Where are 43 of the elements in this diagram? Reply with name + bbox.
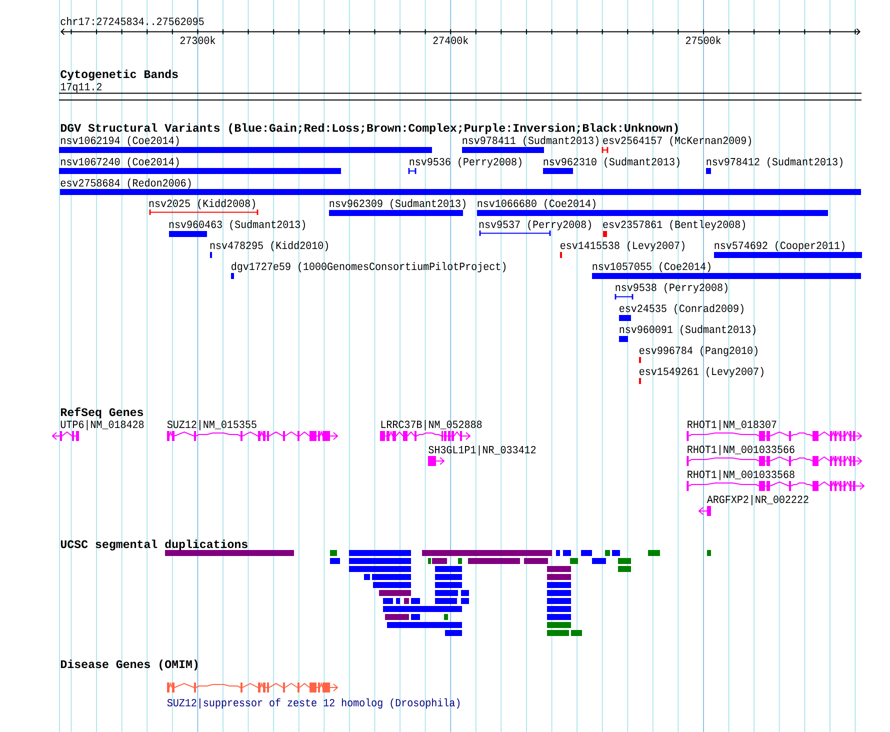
feature-label: nsv978412 (Sudmant2013) <box>706 157 842 168</box>
feature-label: nsv962310 (Sudmant2013) <box>544 157 680 168</box>
feature-label: esv24535 (Conrad2009) <box>620 304 744 314</box>
gene-label: RHOT1|NM_018307 <box>688 420 776 430</box>
feature-label: esv1415538 (Levy2007) <box>560 241 684 252</box>
region-label: chr17:27245834..27562095 <box>60 17 204 26</box>
tick-label: 27400k <box>433 36 468 44</box>
track-heading: Cytogenetic Bands <box>60 70 178 80</box>
gene-label: UTP6|NM_018428 <box>60 420 144 430</box>
feature-label: dgv1727e59 (1000GenomesConsortiumPilotProject) <box>232 262 506 272</box>
tick-label: 27300k <box>180 36 216 44</box>
feature-label: nsv478295 (Kidd2010) <box>210 241 328 252</box>
gene-label: SUZ12|NM_015355 <box>167 420 256 430</box>
track-heading: UCSC segmental duplications <box>60 540 248 550</box>
gene-label: LRRC37B|NM_052888 <box>381 420 482 430</box>
feature-label: nsv574692 (Cooper2011) <box>714 241 844 252</box>
feature-label: nsv9537 (Perry2008) <box>479 220 591 230</box>
feature-label: esv2564157 (McKernan2009) <box>603 136 751 146</box>
feature-label: esv996784 (Pang2010) <box>640 346 758 356</box>
feature-label: nsv978411 (Sudmant2013) <box>462 136 598 146</box>
feature-label: nsv962309 (Sudmant2013) <box>330 199 466 210</box>
feature-label: nsv1067240 (Coe2014) <box>61 157 179 168</box>
feature-label: nsv960463 (Sudmant2013) <box>169 220 305 230</box>
track-heading: DGV Structural Variants (Blue:Gain;Red:Loss;Brown:Complex;Purple:Inversion;Black:Unknown) <box>60 123 678 134</box>
feature-label: esv1549261 (Levy2007) <box>640 367 764 378</box>
feature-label: nsv1057055 (Coe2014) <box>592 262 710 272</box>
feature-label: nsv2025 (Kidd2008) <box>149 199 255 210</box>
gene-label: ARGFXP2|NR_002222 <box>706 495 808 506</box>
gene-label: RHOT1|NM_001033566 <box>688 445 794 456</box>
gene-description: SUZ12|suppressor of zeste 12 homolog (Drosophila) <box>167 698 460 709</box>
gene-label: RHOT1|NM_001033568 <box>688 470 794 480</box>
feature-label: nsv960091 (Sudmant2013) <box>620 325 756 336</box>
track-heading: RefSeq Genes <box>61 407 144 418</box>
feature-label: esv2758684 (Redon2006) <box>60 178 191 189</box>
feature-label: nsv1062194 (Coe2014) <box>61 136 179 146</box>
feature-label: nsv9536 (Perry2008) <box>410 157 522 168</box>
feature-label: nsv9538 (Perry2008) <box>616 283 728 294</box>
gene-label: SH3GL1P1|NR_033412 <box>428 445 536 456</box>
feature-label: esv2357861 (Bentley2008) <box>603 220 745 230</box>
feature-label: nsv1066680 (Coe2014) <box>478 199 596 210</box>
tick-label: 27500k <box>686 36 721 44</box>
band-label: 17q11.2 <box>60 82 102 93</box>
track-heading: Disease Genes (OMIM) <box>60 660 198 670</box>
